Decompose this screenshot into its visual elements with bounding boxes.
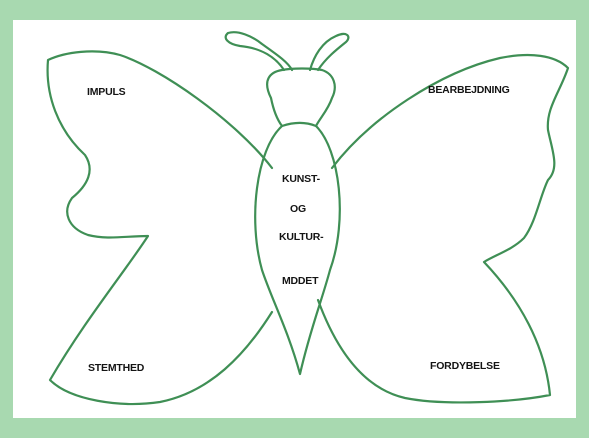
label-stemthed: STEMTHED [88,362,144,374]
left-antenna [226,32,292,70]
neck-line [282,123,316,126]
label-body-og: OG [290,203,306,215]
label-impuls: IMPULS [87,86,125,98]
right-wing-outline [318,55,568,402]
body-outline [255,69,340,375]
label-bearbejdning: BEARBEJDNING [428,84,510,96]
label-body-kunst: KUNST- [282,173,320,185]
right-antenna [310,34,348,70]
label-body-modet: MDDET [282,275,318,287]
label-fordybelse: FORDYBELSE [430,360,500,372]
left-wing-outline [48,51,272,404]
label-body-kultur: KULTUR- [279,231,323,243]
